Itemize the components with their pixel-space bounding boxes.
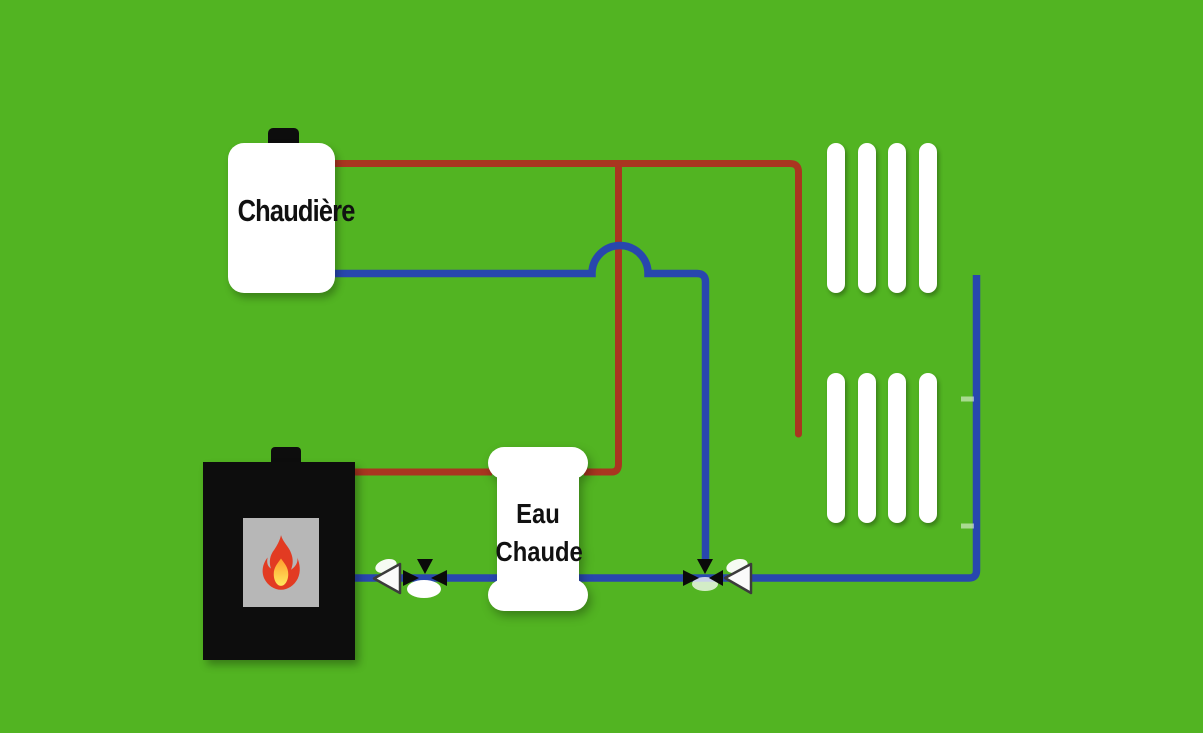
radiator-bar [888,373,907,523]
boiler: Chaudière [228,143,356,293]
pump-icon [723,558,753,595]
supply-pipe-boiler-to-radiators [331,160,802,438]
stove-window [243,518,319,607]
radiator-bar [888,143,907,293]
tank-label-line1: Eau [516,498,560,529]
flame-icon [262,534,300,590]
radiator-bar [827,373,845,523]
return-pipe-main [353,275,981,582]
stove-chimney [271,447,301,465]
supply-pipe-tank-riser [584,163,622,476]
radiator-bar [918,143,937,293]
three-way-valve-icon [683,559,723,591]
wood-stove [203,462,355,660]
three-way-valve-icon [403,559,447,598]
boiler-label: Chaudière [237,193,356,228]
radiator-top [827,143,937,293]
hot-water-tank: Eau Chaude [488,447,588,611]
tank-label-line2: Chaude [495,536,583,567]
radiator-bar [827,143,845,293]
tank-body [497,459,579,599]
tank-label: Eau Chaude [495,495,583,571]
radiator-bar [857,373,876,523]
radiator-bottom [827,373,937,523]
return-pipe-boiler-to-valve [335,241,710,562]
radiator-bar [918,373,937,523]
pump-icon [372,558,402,595]
radiator-bar [857,143,876,293]
